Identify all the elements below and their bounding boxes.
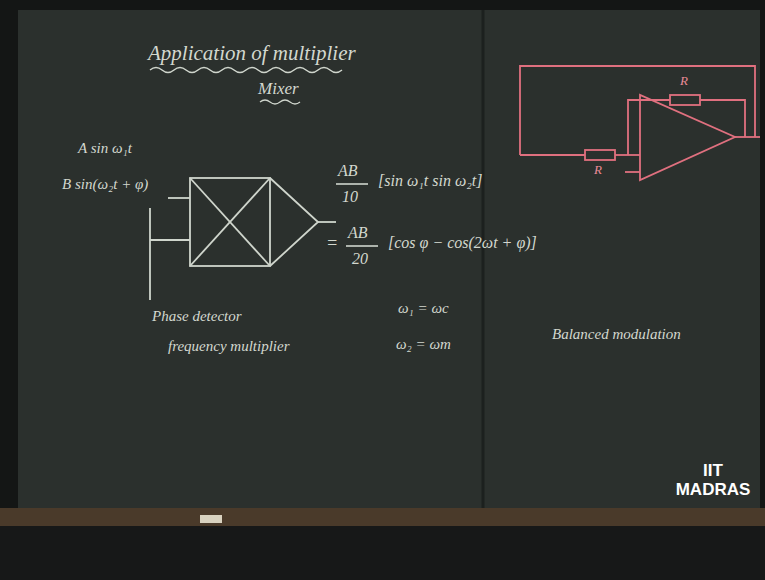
frequency-condition: ω₁ = ωc <box>398 300 449 317</box>
application-note: Balanced modulation <box>552 326 681 343</box>
resistor-label: R <box>594 163 602 177</box>
input-signal: B sin(ω₂t + φ) <box>62 176 148 193</box>
product-expression: [sin ω₁t sin ω₂t] <box>378 172 482 190</box>
watermark: IIT MADRAS <box>668 462 758 499</box>
section-heading: Mixer <box>258 80 299 99</box>
resistor-label: R <box>680 74 688 88</box>
fraction-denominator: 20 <box>352 250 368 268</box>
application-note: frequency multiplier <box>168 338 290 355</box>
inverting-amplifier <box>520 66 760 180</box>
frequency-condition: ω₂ = ωm <box>396 336 451 353</box>
fraction-numerator: AB <box>338 162 358 180</box>
wavy-underline <box>260 100 300 104</box>
fraction-denominator: 10 <box>342 188 358 206</box>
result-expression: [cos φ − cos(2ωt + φ)] <box>388 234 537 252</box>
fraction-bar <box>346 245 378 247</box>
board-title: Application of multiplier <box>148 42 356 65</box>
multiplier-symbol <box>150 178 336 300</box>
application-note: Phase detector <box>152 308 242 325</box>
fraction-numerator: AB <box>348 224 368 242</box>
equals-sign: = <box>326 234 338 254</box>
wavy-underline <box>150 68 342 73</box>
fraction-bar <box>336 183 368 185</box>
input-signal: A sin ω₁t <box>78 140 132 157</box>
